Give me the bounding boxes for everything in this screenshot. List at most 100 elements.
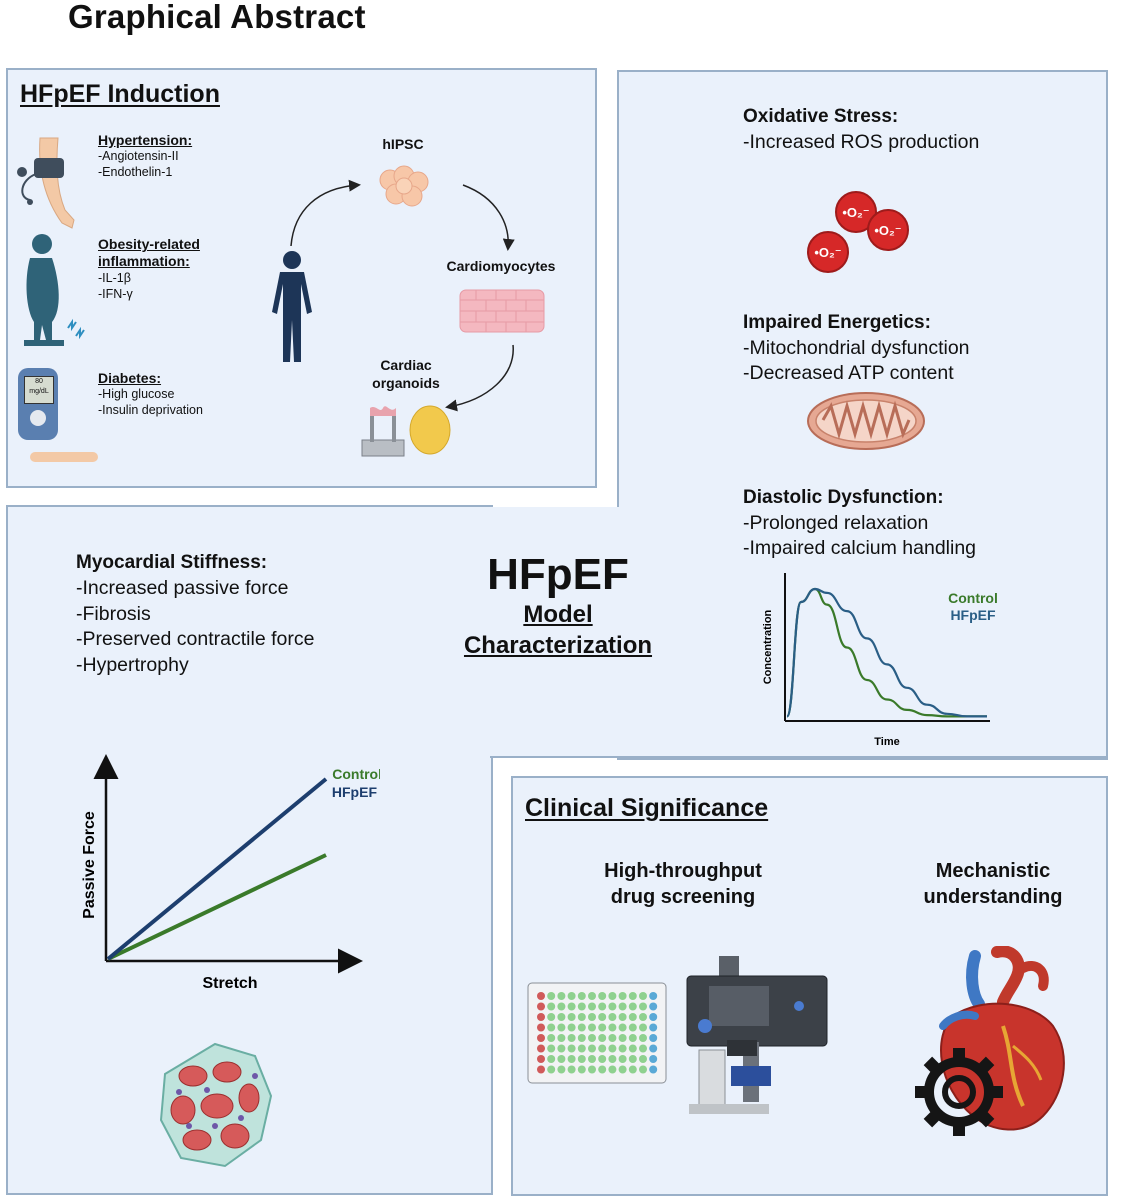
well: [557, 1002, 566, 1011]
center-title-block: HFpEF Model Characterization: [448, 550, 668, 662]
finger-icon: [30, 452, 98, 462]
glucometer-unit: mg/dL: [29, 388, 49, 395]
obese-person-icon: [24, 234, 85, 346]
well: [588, 1065, 596, 1074]
y-axis-label: Passive Force: [81, 811, 98, 919]
well: [588, 1055, 596, 1063]
well: [649, 1065, 658, 1074]
panel-fill: [8, 507, 1106, 758]
glucometer-reading: 80: [35, 378, 43, 385]
well: [608, 1023, 617, 1032]
well: [598, 1002, 607, 1011]
x-axis-label: Stretch: [202, 975, 257, 992]
series-line-hfpef: [785, 587, 987, 718]
well: [588, 992, 596, 1000]
obesity-item: -IL-1β: [98, 271, 131, 285]
well: [639, 1055, 647, 1063]
organoids-label-line2: organoids: [372, 375, 440, 391]
hypertension-heading: Hypertension:: [98, 132, 193, 148]
well: [598, 1023, 607, 1032]
well: [598, 1065, 607, 1074]
oxidative-item: -Increased ROS production: [743, 131, 980, 153]
y-axis-label: Concentration: [762, 609, 774, 684]
superoxide-icon: •O₂⁻ •O₂⁻ •O₂⁻: [807, 191, 909, 273]
legend-control: Control: [948, 590, 998, 606]
hipsc-cell-cluster: [379, 165, 429, 207]
microscope-icon: [686, 956, 828, 1114]
well: [639, 1034, 647, 1042]
well: [618, 1034, 627, 1042]
well: [567, 1002, 576, 1011]
well: [598, 992, 607, 1000]
well: [628, 1055, 637, 1063]
panel-border-segment: [490, 756, 1108, 758]
energetics-item: -Decreased ATP content: [743, 362, 954, 384]
well: [608, 1055, 617, 1063]
series-line-hfpef: [106, 777, 328, 961]
well: [598, 1055, 607, 1063]
well-plate-icon: [527, 982, 667, 1084]
passive-force-chart: Passive Force Stretch Control HFpEF: [81, 754, 380, 992]
well: [608, 992, 617, 1000]
series-line-control: [107, 853, 327, 961]
well: [618, 992, 627, 1000]
mechanistic-label-line1: Mechanistic: [935, 860, 1051, 882]
well: [547, 1023, 556, 1032]
hypertension-item: -Endothelin-1: [98, 165, 173, 179]
hipsc-label: hIPSC: [382, 136, 424, 152]
well: [577, 1013, 586, 1021]
well: [537, 1023, 545, 1032]
energetics-item: -Mitochondrial dysfunction: [743, 337, 970, 359]
screening-label-line2: drug screening: [610, 886, 756, 908]
organoids-label: Cardiac organoids: [366, 356, 446, 392]
center-title: HFpEF: [487, 550, 629, 599]
heart-gear-icon: [915, 946, 1065, 1136]
diabetes-heading: Diabetes:: [98, 370, 162, 386]
well: [588, 1023, 596, 1032]
organoid-device-icon: [361, 405, 451, 457]
blood-pressure-icon: [17, 137, 75, 229]
hypertension-item: -Angiotensin-II: [98, 149, 179, 163]
well: [577, 1002, 586, 1011]
mechanistic-label-line2: understanding: [923, 886, 1063, 908]
diastolic-item: -Prolonged relaxation: [743, 512, 929, 534]
cardiomyocytes-label: Cardiomyocytes: [446, 258, 556, 274]
stiffness-item: -Increased passive force: [76, 577, 289, 599]
clinical-title: Clinical Significance: [525, 794, 769, 822]
well: [649, 1023, 658, 1032]
well: [639, 992, 647, 1000]
well: [547, 1044, 556, 1053]
well: [547, 1055, 556, 1063]
well: [557, 1023, 566, 1032]
well: [588, 1044, 596, 1053]
well: [537, 1055, 545, 1063]
mechanistic-label: Mechanistic understanding: [893, 858, 1093, 910]
well: [537, 1065, 545, 1074]
well: [608, 1034, 617, 1042]
oxidative-heading: Oxidative Stress:: [743, 106, 899, 127]
clinical-panel: Clinical Significance High-throughput dr…: [511, 776, 1108, 1196]
well: [537, 1034, 545, 1042]
center-subtitle-1: Model: [523, 601, 593, 628]
obesity-item: -IFN-γ: [98, 287, 133, 301]
well: [577, 1055, 586, 1063]
cardiomyocyte-sheet: [459, 289, 545, 333]
well: [628, 1023, 637, 1032]
organoids-label-line1: Cardiac: [380, 357, 432, 373]
cycle-arrows: [290, 179, 515, 412]
well: [639, 1002, 647, 1011]
well: [567, 1013, 576, 1021]
well: [649, 1044, 658, 1053]
well: [557, 1044, 566, 1053]
induction-title: HFpEF Induction: [20, 80, 220, 108]
superoxide-label: •O₂⁻: [874, 223, 901, 238]
center-subtitle-2: Characterization: [463, 632, 653, 659]
diabetes-item: -High glucose: [98, 387, 175, 401]
well: [577, 992, 586, 1000]
well: [547, 1065, 556, 1074]
well: [608, 1013, 617, 1021]
well: [628, 1034, 637, 1042]
well: [588, 1002, 596, 1011]
stiffness-heading: Myocardial Stiffness:: [76, 552, 268, 573]
well: [639, 1013, 647, 1021]
